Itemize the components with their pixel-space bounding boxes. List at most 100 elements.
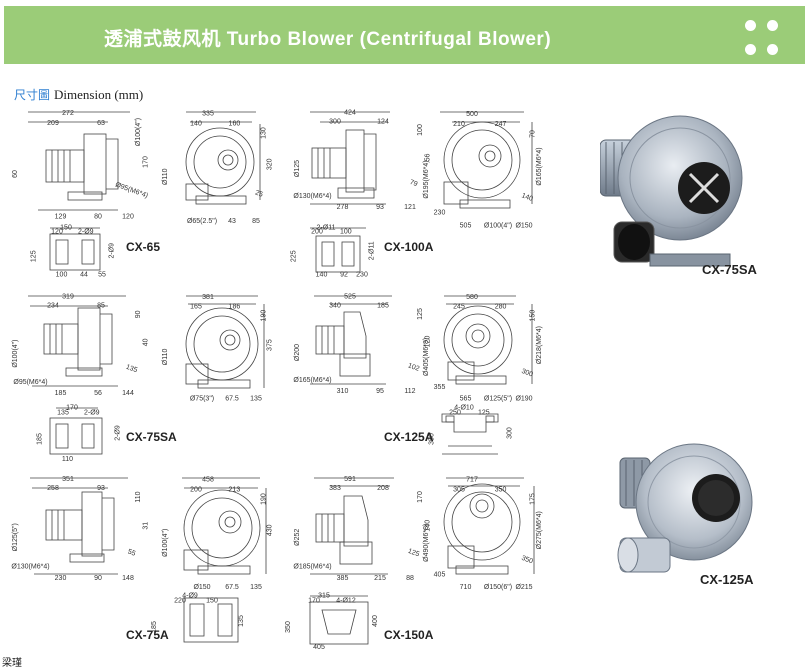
dimension-value: Ø165(M6*4) <box>536 147 543 185</box>
dimension-value: 186 <box>229 304 241 311</box>
dimension-value: 2-Ø9 <box>109 243 116 259</box>
dimension-value: 185 <box>151 621 158 633</box>
dimension-value: 185 <box>377 302 389 309</box>
dimension-value: Ø185(M6*4) <box>293 563 331 570</box>
dimension-value: Ø190 <box>515 396 532 403</box>
dimension-value: 350 <box>285 621 292 633</box>
dimension-value: 400 <box>372 615 379 627</box>
dimension-value: 710 <box>460 584 472 591</box>
dimension-label-cn: 尺寸圖 <box>14 88 51 102</box>
dimension-value: Ø95(M6*4) <box>13 379 47 386</box>
dimension-value: Ø100(4") <box>135 118 142 146</box>
dimension-value: Ø130(M6*4) <box>293 193 331 200</box>
dimension-value: Ø130(M6*4) <box>11 563 49 570</box>
dimension-value: 60 <box>12 170 19 178</box>
dimension-value: Ø215 <box>515 584 532 591</box>
dimension-value: 100 <box>56 272 68 277</box>
dimension-value: 40 <box>143 338 150 346</box>
dimension-value: 234 <box>47 303 59 310</box>
dimension-value: 112 <box>404 388 415 395</box>
dimension-value: 580 <box>466 294 478 301</box>
dimension-value: 120 <box>51 229 63 236</box>
dimension-value: 140 <box>190 121 202 128</box>
cx75sa-photo <box>600 106 750 274</box>
dimension-value: 150 <box>60 224 72 231</box>
dimension-value: 565 <box>460 396 472 403</box>
dimension-value: 278 <box>337 204 349 211</box>
dimension-value: 381 <box>202 294 214 301</box>
dimension-value: 213 <box>229 487 241 494</box>
dimension-value: 250 <box>449 409 461 416</box>
dimension-value: 121 <box>404 204 416 211</box>
dimension-value: Ø110 <box>162 348 169 365</box>
dimension-value: 209 <box>47 120 59 127</box>
dimension-value: 350 <box>495 487 507 494</box>
photo-label-cx125a: CX-125A <box>700 572 754 587</box>
photo-label-cx75sa: CX-75SA <box>702 262 757 277</box>
dimension-value: 185 <box>36 433 43 445</box>
dimension-value: Ø100(4") <box>12 340 19 368</box>
dimension-value: 215 <box>374 575 386 582</box>
dimension-value: 272 <box>62 110 74 117</box>
dimension-value: 591 <box>344 476 356 483</box>
dimension-value: 170 <box>417 491 424 503</box>
dimension-value: 2-Ø9 <box>115 425 122 441</box>
dimension-value: 124 <box>377 118 389 125</box>
dimension-value: 88 <box>406 575 414 582</box>
dimension-value: 135 <box>125 364 138 375</box>
dimension-value: 80 <box>94 213 102 220</box>
dimension-value: 200 <box>311 229 323 236</box>
model-label-cx150a: CX-150A <box>384 628 434 642</box>
dimension-value: Ø200 <box>294 344 301 361</box>
dimension-value: Ø75(3") <box>190 396 214 403</box>
dimension-value: 230 <box>55 575 67 582</box>
dimension-value: Ø110 <box>162 168 169 185</box>
dimension-value: 165 <box>190 304 202 311</box>
dimension-value: 4-Ø12 <box>336 597 356 604</box>
dimension-value: 185 <box>55 390 67 397</box>
dimension-value: 247 <box>495 121 507 128</box>
dimension-value: 140 <box>316 272 328 277</box>
dimension-value: 335 <box>202 111 214 118</box>
dimension-value: 208 <box>377 485 389 492</box>
dimension-value: 319 <box>62 294 74 301</box>
dimension-value: Ø95(M6*4) <box>114 181 149 199</box>
dimension-value: Ø490(M6*8) <box>423 524 430 562</box>
model-label-cx65: CX-65 <box>126 240 161 254</box>
dimension-value: 90 <box>94 575 102 582</box>
dimension-value: Ø125(5") <box>12 523 19 551</box>
dimension-value: 225 <box>290 250 297 262</box>
dimension-value: Ø65(2.5") <box>187 218 217 225</box>
dimension-value: 43 <box>228 218 236 225</box>
dimension-value: 170 <box>308 597 320 604</box>
dimension-value: Ø150 <box>515 223 532 230</box>
dimension-value: 320 <box>267 158 274 170</box>
dimension-value: 44 <box>80 272 88 277</box>
dimension-value: 120 <box>425 336 432 348</box>
dimension-value: 110 <box>62 456 73 462</box>
dimension-value: 90 <box>135 310 142 318</box>
model-label-cx100a: CX-100A <box>384 240 434 254</box>
dimension-value: 340 <box>329 302 341 309</box>
dimension-value: 190 <box>261 310 268 322</box>
dimension-value: 63 <box>97 120 105 127</box>
dimension-value: 56 <box>425 154 432 162</box>
footer-text: 梁瑾 <box>2 658 22 669</box>
dimension-value: 2-Ø9 <box>78 229 94 236</box>
dimension-value: 55 <box>127 548 137 557</box>
dimension-value: 405 <box>313 644 325 650</box>
dimension-value: 350 <box>520 555 533 566</box>
dimension-value: 424 <box>344 110 356 117</box>
dimension-value: 140 <box>425 520 432 532</box>
dimension-value: 70 <box>529 130 536 138</box>
dimension-value: 150 <box>529 310 536 322</box>
dimension-value: Ø165(M6*4) <box>293 377 331 384</box>
